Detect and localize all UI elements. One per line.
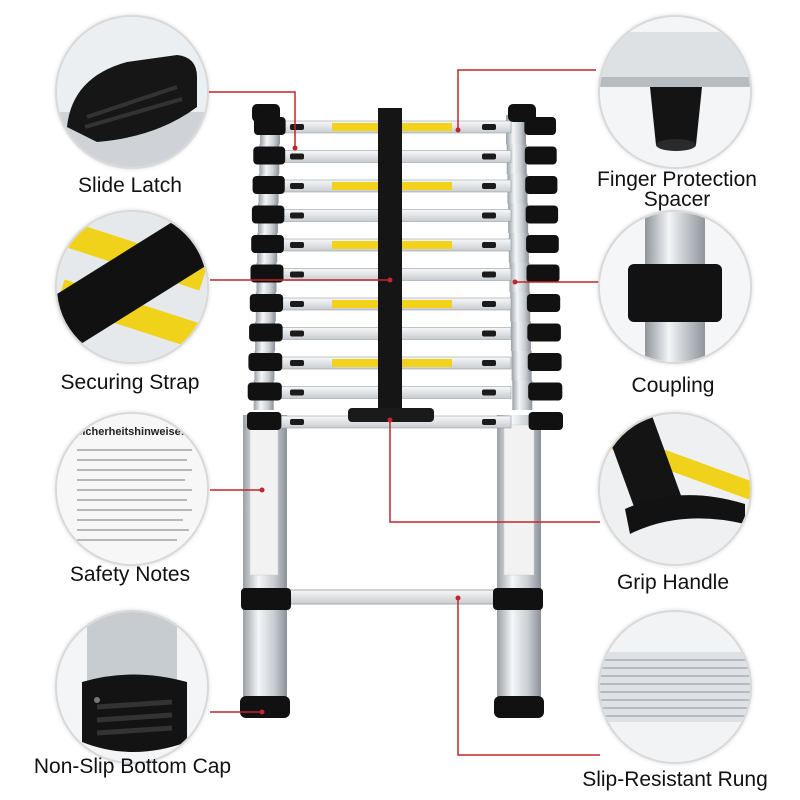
finger-protection-spacer-label: Finger Protection Spacer: [582, 168, 772, 211]
ladder-stile-right: [510, 321, 531, 351]
collar-left: [248, 353, 283, 371]
safety-notes-closeup: Sicherheitshinweise:: [55, 412, 209, 566]
securing-strap-closeup: [55, 210, 209, 364]
slide-latch: [290, 389, 304, 396]
slide-latch: [482, 419, 496, 425]
collar-left: [249, 294, 284, 312]
slip-resistant-rung-label: Slip-Resistant Rung: [582, 768, 768, 791]
collar-right: [526, 235, 559, 253]
ladder-stile-right: [509, 262, 530, 292]
slip-resistant-rung-closeup: [598, 610, 752, 764]
ladder-stile-right: [511, 351, 532, 381]
coupling-closeup: [598, 210, 752, 364]
slide-latch: [482, 242, 496, 248]
collar-left: [249, 323, 283, 342]
collar-left: [251, 235, 284, 253]
grip-handle-closeup: [598, 412, 752, 566]
non-slip-bottom-cap-closeup: [55, 610, 209, 764]
slide-latch: [482, 124, 496, 130]
finger-protection-label-line2: Spacer: [643, 188, 711, 211]
slide-latch: [482, 389, 496, 396]
collar-right: [527, 323, 561, 342]
ladder-stile-right: [508, 233, 529, 263]
safety-notes-heading: Sicherheitshinweise:: [75, 426, 185, 438]
slide-latch: [482, 360, 496, 366]
collar-right: [524, 146, 557, 165]
finger-protection-label-line1: Finger Protection: [597, 168, 757, 191]
safety-notes-label: Safety Notes: [69, 563, 191, 586]
slide-latch: [290, 360, 304, 366]
grip-handle-label: Grip Handle: [616, 571, 730, 594]
ladder-stile-right: [512, 380, 533, 410]
slide-latch: [482, 212, 496, 219]
ladder-stile-right: [510, 292, 531, 322]
slide-latch: [290, 271, 304, 278]
ladder-stile-right: [506, 144, 527, 174]
collar-right: [528, 412, 563, 430]
slide-latch: [290, 183, 304, 189]
coupling-label: Coupling: [631, 374, 715, 397]
slide-latch: [482, 301, 496, 307]
collar-left: [252, 176, 285, 194]
slide-latch: [290, 153, 304, 160]
slide-latch: [290, 124, 304, 130]
slide-latch: [482, 153, 496, 160]
ladder-stile-right: [508, 203, 529, 233]
slide-latch: [290, 330, 304, 337]
slide-latch-closeup: [55, 15, 209, 169]
collar-right: [526, 294, 561, 312]
collar-right: [527, 353, 562, 371]
slide-latch: [290, 212, 304, 219]
collar-left: [247, 382, 282, 401]
collar-left: [247, 412, 282, 430]
slide-latch: [482, 271, 496, 278]
finger-protection-spacer-closeup: [598, 15, 752, 169]
slide-latch: [482, 183, 496, 189]
securing-strap-label: Securing Strap: [60, 371, 200, 394]
collar-right: [526, 264, 560, 283]
slide-latch: [482, 330, 496, 337]
collar-left: [253, 146, 286, 165]
ladder-stile-right: [507, 174, 528, 204]
collar-left: [251, 205, 285, 224]
collar-right: [528, 382, 563, 401]
non-slip-bottom-cap-label: Non-Slip Bottom Cap: [33, 755, 232, 778]
slide-latch: [290, 242, 304, 248]
collar-right: [525, 205, 559, 224]
slide-latch: [290, 301, 304, 307]
collar-left: [250, 264, 284, 283]
collar-right: [525, 176, 558, 194]
slide-latch: [290, 419, 304, 425]
slide-latch-label: Slide Latch: [78, 174, 182, 197]
